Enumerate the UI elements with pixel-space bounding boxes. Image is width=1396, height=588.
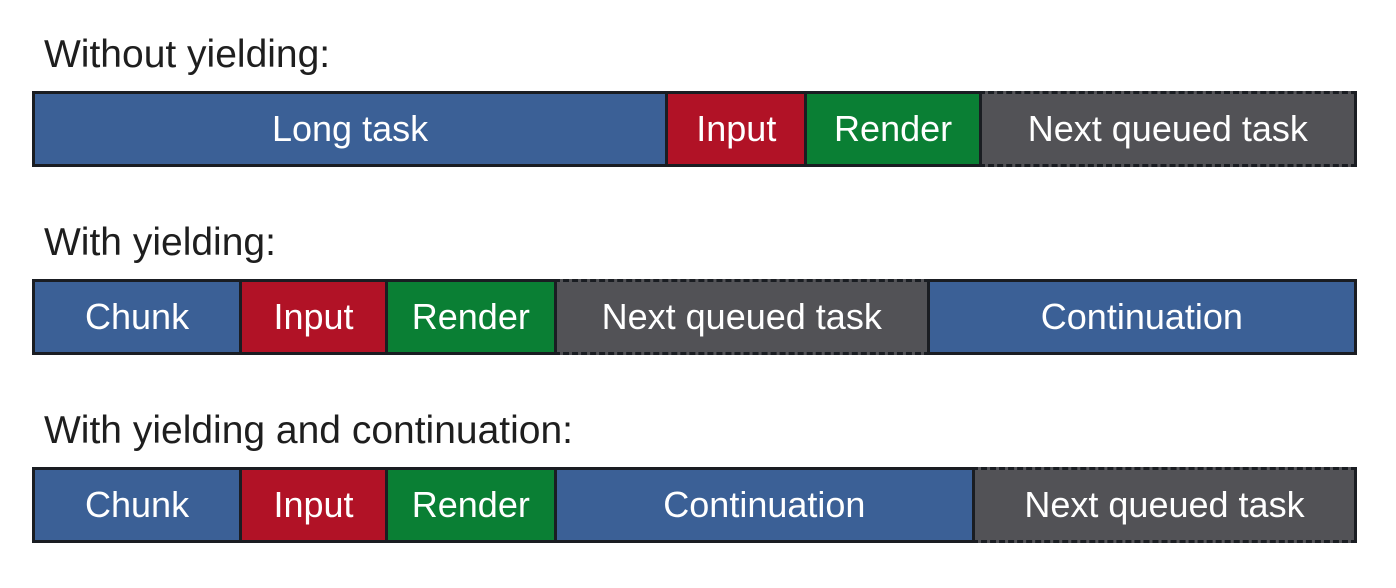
segment-long-task: Long task [32,91,669,167]
segment-next-queued-task: Next queued task [971,467,1357,543]
segment-label: Next queued task [1024,484,1305,525]
segment-label: Render [411,484,530,525]
segment-label: Render [834,108,953,149]
segment-continuation: Continuation [553,467,975,543]
timeline-row: Without yielding: Long task Input Render Ne… [32,32,1396,167]
segment-render: Render [804,91,982,167]
segment-label: Chunk [85,484,190,525]
timeline-row: With yielding: Chunk Input Render Next queu… [32,220,1396,355]
task-bar: Chunk Input Render Continuation Next queued … [32,467,1357,543]
segment-render: Render [384,467,557,543]
segment-label: Input [273,484,354,525]
row-heading: Without yielding: [44,33,331,76]
segment-label: Chunk [85,296,190,337]
segment-label: Input [273,296,354,337]
row-heading: With yielding: [44,221,276,264]
segment-label: Continuation [663,484,866,525]
segment-label: Next queued task [601,296,882,337]
segment-next-queued-task: Next queued task [553,279,930,355]
segment-label: Input [696,108,777,149]
segment-continuation: Continuation [926,279,1357,355]
segment-chunk: Chunk [32,279,243,355]
task-bar: Chunk Input Render Next queued task Continua… [32,279,1357,355]
segment-next-queued-task: Next queued task [978,91,1357,167]
timeline-row: With yielding and continuation: Chunk Inp… [32,408,1396,543]
segment-input: Input [239,279,388,355]
row-heading: With yielding and continuation: [44,409,573,452]
segment-input: Input [665,91,808,167]
segment-render: Render [384,279,557,355]
task-bar: Long task Input Render Next queued task [32,91,1357,167]
segment-label: Continuation [1040,296,1243,337]
segment-label: Long task [271,108,429,149]
segment-input: Input [239,467,388,543]
segment-label: Render [411,296,530,337]
segment-label: Next queued task [1027,108,1308,149]
segment-chunk: Chunk [32,467,243,543]
